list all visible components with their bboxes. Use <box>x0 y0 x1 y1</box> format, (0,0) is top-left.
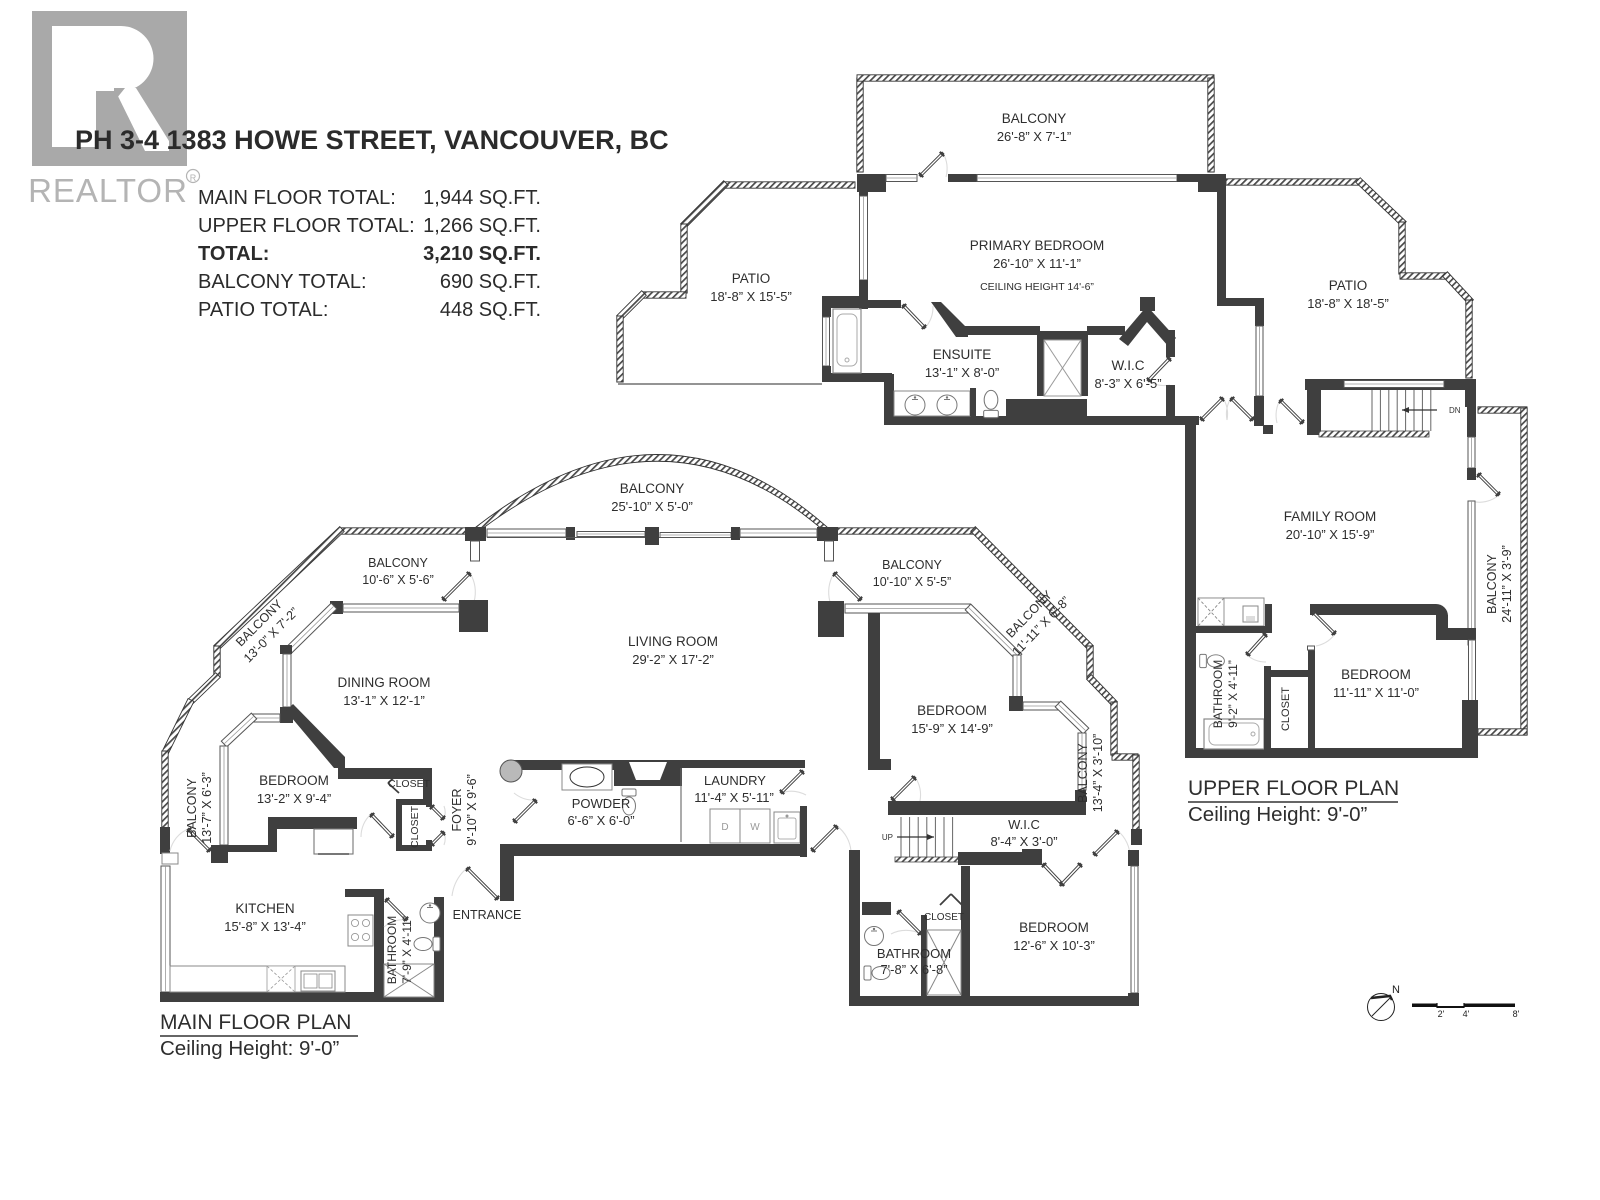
svg-text:BEDROOM: BEDROOM <box>1019 920 1089 935</box>
svg-text:18'-8” X 15'-5”: 18'-8” X 15'-5” <box>710 289 792 304</box>
svg-text:2': 2' <box>1438 1009 1445 1019</box>
svg-text:13'-7” X 6'-3”: 13'-7” X 6'-3” <box>200 772 214 843</box>
svg-text:BALCONY: BALCONY <box>620 481 685 496</box>
svg-text:MAIN FLOOR PLAN: MAIN FLOOR PLAN <box>160 1011 351 1034</box>
svg-text:FOYER: FOYER <box>450 788 464 831</box>
svg-text:UPPER FLOOR PLAN: UPPER FLOOR PLAN <box>1188 777 1399 800</box>
svg-text:BALCONY: BALCONY <box>185 777 199 837</box>
svg-text:KITCHEN: KITCHEN <box>235 901 294 916</box>
svg-text:18'-8” X 18'-5”: 18'-8” X 18'-5” <box>1307 296 1389 311</box>
svg-text:13'-1” X 8'-0”: 13'-1” X 8'-0” <box>925 365 999 380</box>
svg-text:15'-9” X 14'-9”: 15'-9” X 14'-9” <box>911 721 993 736</box>
svg-text:1,266 SQ.FT.: 1,266 SQ.FT. <box>423 215 541 237</box>
svg-text:BALCONY: BALCONY <box>1485 553 1499 613</box>
svg-text:24'-11” X 3'-9”: 24'-11” X 3'-9” <box>1500 545 1514 623</box>
svg-text:LIVING ROOM: LIVING ROOM <box>628 634 718 649</box>
svg-text:BALCONY TOTAL:: BALCONY TOTAL: <box>198 271 367 293</box>
svg-text:6'-6” X 6'-0”: 6'-6” X 6'-0” <box>567 813 634 828</box>
svg-text:20'-10” X 15'-9”: 20'-10” X 15'-9” <box>1286 527 1375 542</box>
svg-text:7'-9” X 4'-11”: 7'-9” X 4'-11” <box>400 916 414 984</box>
svg-text:CLOSET: CLOSET <box>1280 687 1292 731</box>
svg-text:9'-10” X 9'-6”: 9'-10” X 9'-6” <box>465 774 479 845</box>
svg-text:9'-2” X 4'-11”: 9'-2” X 4'-11” <box>1226 660 1240 728</box>
svg-text:26'-8” X 7'-1”: 26'-8” X 7'-1” <box>997 129 1071 144</box>
svg-text:BALCONY: BALCONY <box>1076 742 1090 802</box>
svg-text:690 SQ.FT.: 690 SQ.FT. <box>440 271 541 293</box>
svg-text:FAMILY ROOM: FAMILY ROOM <box>1284 509 1377 524</box>
svg-text:PATIO TOTAL:: PATIO TOTAL: <box>198 299 328 321</box>
svg-text:UP: UP <box>882 833 893 842</box>
svg-text:BEDROOM: BEDROOM <box>259 773 329 788</box>
svg-text:8'-3” X 6'-5”: 8'-3” X 6'-5” <box>1094 376 1161 391</box>
svg-text:MAIN FLOOR TOTAL:: MAIN FLOOR TOTAL: <box>198 187 396 209</box>
svg-text:BATHROOM: BATHROOM <box>385 916 399 984</box>
svg-text:D: D <box>721 822 728 833</box>
svg-text:8': 8' <box>1513 1009 1520 1019</box>
svg-text:ENSUITE: ENSUITE <box>933 347 992 362</box>
svg-text:15'-8” X 13'-4”: 15'-8” X 13'-4” <box>224 919 306 934</box>
svg-text:CLOSET: CLOSET <box>409 805 421 848</box>
svg-text:BATHROOM: BATHROOM <box>877 946 951 961</box>
svg-text:W.I.C: W.I.C <box>1112 358 1145 373</box>
svg-text:BALCONY: BALCONY <box>1002 111 1067 126</box>
svg-text:10'-6” X 5'-6”: 10'-6” X 5'-6” <box>362 573 433 587</box>
svg-text:13'-2” X 9'-4”: 13'-2” X 9'-4” <box>257 791 331 806</box>
svg-text:ENTRANCE: ENTRANCE <box>453 908 522 922</box>
svg-text:BATHROOM: BATHROOM <box>1211 660 1225 728</box>
svg-text:CEILING HEIGHT 14'-6”: CEILING HEIGHT 14'-6” <box>980 281 1094 293</box>
svg-text:W.I.C: W.I.C <box>1008 817 1040 832</box>
svg-text:13'-4” X 3'-10”: 13'-4” X 3'-10” <box>1091 734 1105 812</box>
svg-text:PATIO: PATIO <box>1329 278 1368 293</box>
svg-text:12'-6” X 10'-3”: 12'-6” X 10'-3” <box>1013 938 1095 953</box>
svg-text:CLOSET: CLOSET <box>388 778 431 790</box>
svg-text:UPPER FLOOR TOTAL:: UPPER FLOOR TOTAL: <box>198 215 415 237</box>
svg-text:PH 3-4 1383 HOWE STREET, VANCO: PH 3-4 1383 HOWE STREET, VANCOUVER, BC <box>75 125 669 155</box>
svg-text:Ceiling Height: 9'-0”: Ceiling Height: 9'-0” <box>1188 803 1368 826</box>
svg-text:N: N <box>1392 984 1400 996</box>
svg-text:1,944 SQ.FT.: 1,944 SQ.FT. <box>423 187 541 209</box>
svg-text:R: R <box>190 173 197 183</box>
svg-text:BEDROOM: BEDROOM <box>917 703 987 718</box>
svg-text:DN: DN <box>1449 406 1461 415</box>
svg-text:BALCONY: BALCONY <box>368 556 428 570</box>
svg-text:25'-10” X 5'-0”: 25'-10” X 5'-0” <box>611 499 693 514</box>
svg-text:Ceiling Height: 9'-0”: Ceiling Height: 9'-0” <box>160 1037 340 1060</box>
svg-text:448 SQ.FT.: 448 SQ.FT. <box>440 299 541 321</box>
svg-text:POWDER: POWDER <box>572 796 631 811</box>
svg-text:7'-8” X 6'-8”: 7'-8” X 6'-8” <box>880 962 947 977</box>
svg-text:CLOSET: CLOSET <box>924 912 964 923</box>
svg-text:11'-11” X 11'-0”: 11'-11” X 11'-0” <box>1333 685 1419 700</box>
svg-text:PATIO: PATIO <box>732 271 771 286</box>
svg-text:BEDROOM: BEDROOM <box>1341 667 1411 682</box>
svg-text:26'-10” X 11'-1”: 26'-10” X 11'-1” <box>993 256 1081 271</box>
svg-text:11'-4” X 5'-11”: 11'-4” X 5'-11” <box>694 790 774 805</box>
svg-text:3,210 SQ.FT.: 3,210 SQ.FT. <box>423 243 541 265</box>
svg-text:BALCONY: BALCONY <box>882 558 942 572</box>
svg-text:DINING ROOM: DINING ROOM <box>338 675 431 690</box>
svg-text:13'-1” X 12'-1”: 13'-1” X 12'-1” <box>343 693 425 708</box>
svg-text:29'-2” X 17'-2”: 29'-2” X 17'-2” <box>632 652 714 667</box>
svg-text:PRIMARY BEDROOM: PRIMARY BEDROOM <box>970 238 1105 253</box>
svg-text:4': 4' <box>1463 1009 1470 1019</box>
svg-text:W: W <box>750 822 760 833</box>
svg-text:TOTAL:: TOTAL: <box>198 243 269 265</box>
svg-text:LAUNDRY: LAUNDRY <box>704 773 766 788</box>
svg-text:8'-4” X 3'-0”: 8'-4” X 3'-0” <box>990 834 1057 849</box>
svg-text:10'-10” X 5'-5”: 10'-10” X 5'-5” <box>873 575 951 589</box>
svg-text:REALTOR: REALTOR <box>28 172 188 209</box>
